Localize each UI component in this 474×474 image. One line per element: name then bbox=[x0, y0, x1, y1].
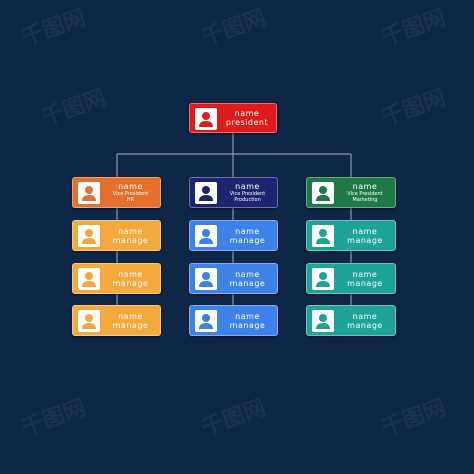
president-title: president bbox=[225, 118, 269, 127]
manager-title: manage bbox=[112, 235, 149, 245]
person-icon bbox=[195, 268, 217, 290]
manager-name: name bbox=[235, 269, 260, 279]
manager-title: manage bbox=[347, 320, 383, 330]
vp-dept: HR bbox=[126, 197, 135, 203]
person-icon bbox=[78, 268, 100, 290]
manager-title: manage bbox=[229, 278, 266, 288]
person-icon bbox=[312, 310, 334, 332]
manager-name: name bbox=[118, 226, 143, 236]
vp-name: name bbox=[352, 182, 378, 191]
manager-name: name bbox=[235, 311, 260, 321]
person-icon bbox=[78, 225, 100, 247]
manager-name: name bbox=[352, 311, 378, 321]
vp-role: Vice President bbox=[347, 191, 383, 197]
person-icon bbox=[312, 182, 334, 204]
vp-name: name bbox=[235, 182, 260, 191]
person-icon bbox=[195, 182, 217, 204]
vp-hr-card[interactable]: name Vice President HR bbox=[72, 177, 161, 208]
person-icon bbox=[78, 182, 100, 204]
vp-role: Vice President bbox=[112, 191, 149, 197]
manager-name: name bbox=[352, 269, 378, 279]
vp-name: name bbox=[118, 182, 143, 191]
manager-name: name bbox=[352, 226, 378, 236]
president-name: name bbox=[234, 109, 260, 118]
president-card[interactable]: name president bbox=[189, 103, 277, 133]
manager-name: name bbox=[118, 311, 143, 321]
manager-title: manage bbox=[112, 278, 149, 288]
person-icon bbox=[312, 268, 334, 290]
vp-marketing-card[interactable]: name Vice President Marketing bbox=[306, 177, 396, 208]
manager-title: manage bbox=[229, 320, 266, 330]
person-icon bbox=[195, 225, 217, 247]
manager-title: manage bbox=[347, 235, 383, 245]
vp-role: Vice President bbox=[229, 191, 266, 197]
manager-title: manage bbox=[112, 320, 149, 330]
vp-dept: Production bbox=[234, 197, 261, 203]
manager-name: name bbox=[118, 269, 143, 279]
manager-title: manage bbox=[229, 235, 266, 245]
vp-production-card[interactable]: name Vice President Production bbox=[189, 177, 278, 208]
vp-dept: Marketing bbox=[352, 197, 378, 203]
person-icon bbox=[312, 225, 334, 247]
manager-name: name bbox=[235, 226, 260, 236]
person-icon bbox=[78, 310, 100, 332]
person-icon bbox=[195, 108, 217, 130]
manager-title: manage bbox=[347, 278, 383, 288]
person-icon bbox=[195, 310, 217, 332]
